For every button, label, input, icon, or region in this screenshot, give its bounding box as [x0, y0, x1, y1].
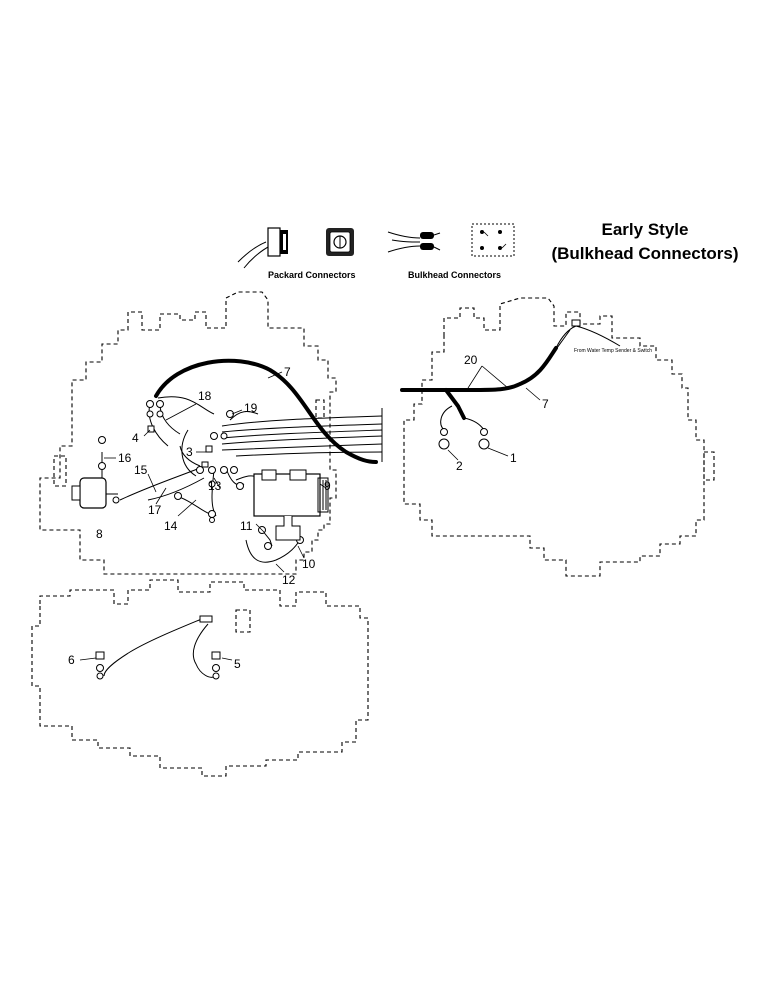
- callout-4: 4: [132, 431, 139, 445]
- right-sensor-wiring: [438, 319, 621, 450]
- callout-labels: 7 18 19 4 3 16 15 13 9 17 14 8 11 10 12 …: [68, 353, 549, 671]
- callout-7-right: 7: [542, 397, 549, 411]
- callout-10: 10: [302, 557, 316, 571]
- water-temp-note: From Water Temp Sender & Switch: [574, 348, 652, 354]
- callout-18: 18: [198, 389, 212, 403]
- harness-branch: [444, 388, 466, 420]
- callout-11: 11: [240, 519, 253, 533]
- callout-14: 14: [164, 519, 178, 533]
- callout-20: 20: [464, 353, 478, 367]
- callout-16: 16: [118, 451, 132, 465]
- packard-connector-icon: [237, 227, 288, 269]
- left-engine-boss: [315, 399, 325, 419]
- callout-8: 8: [96, 527, 103, 541]
- wire-bundle: [221, 408, 383, 462]
- component-8: [71, 477, 118, 509]
- callout-6: 6: [68, 653, 75, 667]
- callout-15: 15: [134, 463, 148, 477]
- bulkhead-socket-icon: [471, 223, 515, 257]
- callout-19: 19: [244, 401, 258, 415]
- callout-13: 13: [208, 479, 222, 493]
- right-engine-outline: [403, 297, 705, 577]
- harness-7-left: [154, 358, 378, 464]
- sensor-connectors: [98, 400, 304, 550]
- callout-12: 12: [282, 573, 296, 587]
- leader-lines: [79, 365, 541, 661]
- callout-2: 2: [456, 459, 463, 473]
- title-block: Early Style (Bulkhead Connectors): [540, 218, 750, 266]
- callout-1: 1: [510, 451, 517, 465]
- callout-5: 5: [234, 657, 241, 671]
- left-engine-outline: [39, 291, 337, 575]
- right-engine-mount: [703, 451, 715, 481]
- component-9: [253, 469, 329, 541]
- bottom-engine-outline: [31, 579, 369, 777]
- packard-connectors-label: Packard Connectors: [268, 270, 356, 280]
- callout-9: 9: [324, 479, 331, 493]
- bottom-engine-boss: [235, 609, 251, 633]
- callout-17: 17: [148, 503, 162, 517]
- bulkhead-connector-icon: [387, 231, 441, 253]
- callout-3: 3: [186, 445, 193, 459]
- bulkhead-connectors-label: Bulkhead Connectors: [408, 270, 501, 280]
- callout-7-left: 7: [284, 365, 291, 379]
- harness-7-right: [400, 346, 558, 392]
- bottom-wiring: [95, 615, 221, 680]
- title-line-1: Early Style: [601, 220, 689, 239]
- title-line-2: (Bulkhead Connectors): [551, 244, 739, 263]
- packard-socket-icon: [326, 228, 354, 256]
